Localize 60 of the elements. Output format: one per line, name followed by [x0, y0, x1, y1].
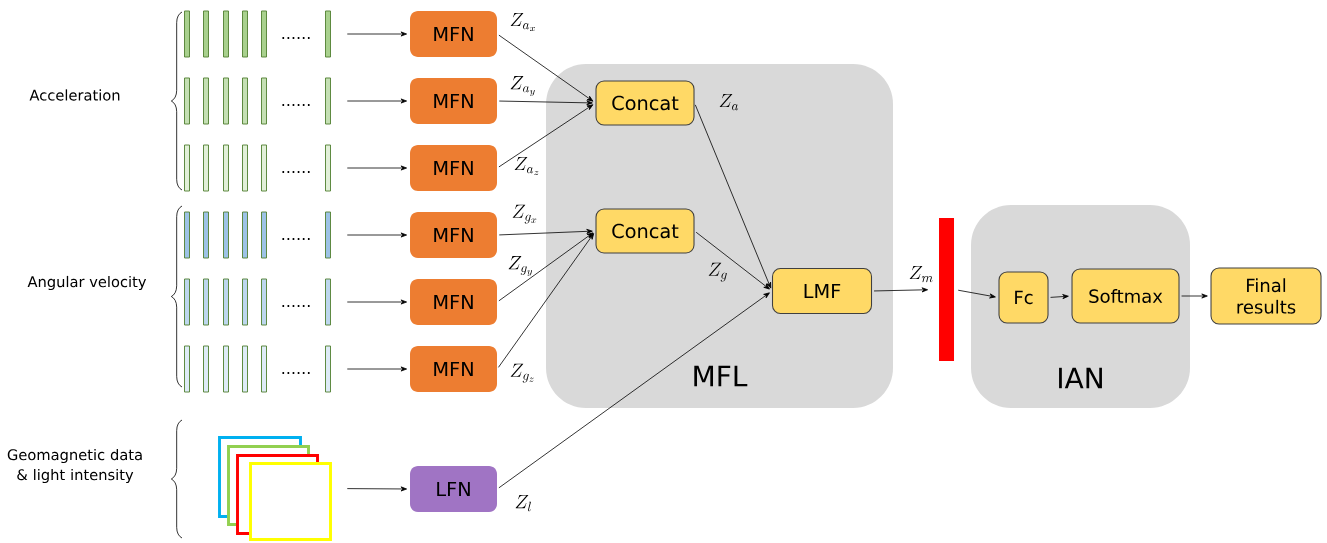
node-label: ...... — [282, 104, 310, 106]
edge-label: $Z_{a_y}$ — [510, 76, 535, 96]
node-label: ...... — [282, 372, 310, 374]
arrow — [1050, 294, 1069, 300]
feature-bars: ...... — [184, 211, 331, 259]
arrow — [498, 232, 594, 302]
group-label: Geomagnetic data & light intensity — [7, 448, 142, 484]
arrow — [957, 289, 996, 299]
process-box: Concat — [595, 80, 695, 126]
arrow — [498, 228, 593, 236]
process-box: Concat — [595, 208, 695, 254]
node-label: ...... — [282, 238, 310, 240]
edge-label: $Z_l$ — [515, 495, 531, 512]
arrow — [498, 292, 770, 489]
arrow — [695, 231, 770, 290]
feature-bars: ...... — [184, 10, 331, 58]
feature-bars: ...... — [184, 144, 331, 192]
feature-bars: ...... — [184, 345, 331, 393]
group-label: Acceleration — [29, 89, 120, 101]
arrow — [346, 31, 407, 37]
node-label: ...... — [282, 171, 310, 173]
arrow — [498, 34, 594, 102]
arrow — [346, 165, 407, 171]
arrow — [498, 104, 594, 168]
edge-label: $Z_{g_x}$ — [512, 204, 537, 224]
node-label: ...... — [282, 305, 310, 307]
arrow — [346, 299, 407, 305]
network-box: MFN — [410, 145, 497, 191]
arrow — [346, 486, 407, 492]
arrow — [346, 232, 407, 238]
network-box: MFN — [410, 11, 497, 57]
edge-label: $Z_a$ — [719, 94, 739, 111]
process-box: Fc — [998, 271, 1049, 324]
arrow — [1181, 293, 1208, 299]
output-box: Final results — [1210, 267, 1322, 325]
edge-label: $Z_{a_z}$ — [514, 157, 539, 176]
feature-bar — [939, 218, 954, 361]
group-label: Angular velocity — [27, 275, 147, 291]
arrow — [498, 233, 595, 368]
arrow — [873, 287, 928, 293]
edge-label: $Z_{g_z}$ — [510, 363, 534, 383]
arrow — [346, 366, 407, 372]
edge-label: $Z_m$ — [909, 266, 933, 283]
network-box: MFN — [410, 78, 497, 124]
network-box: MFN — [410, 212, 497, 258]
node-label: ...... — [282, 37, 310, 39]
feature-bars: ...... — [184, 278, 331, 326]
arrow — [346, 98, 407, 104]
feature-bars: ...... — [184, 77, 331, 125]
arrow — [694, 104, 772, 289]
network-box: LFN — [410, 466, 497, 512]
network-box: MFN — [410, 279, 497, 325]
network-box: MFN — [410, 346, 497, 392]
edge-label: $Z_g$ — [708, 262, 727, 282]
process-box: Softmax — [1071, 268, 1180, 324]
edge-label: $Z_{g_y}$ — [508, 256, 533, 276]
image-stack-drawing — [218, 436, 332, 541]
edge-label: $Z_{a_x}$ — [510, 13, 535, 32]
process-box: LMF — [771, 267, 873, 315]
arrow — [498, 100, 593, 106]
